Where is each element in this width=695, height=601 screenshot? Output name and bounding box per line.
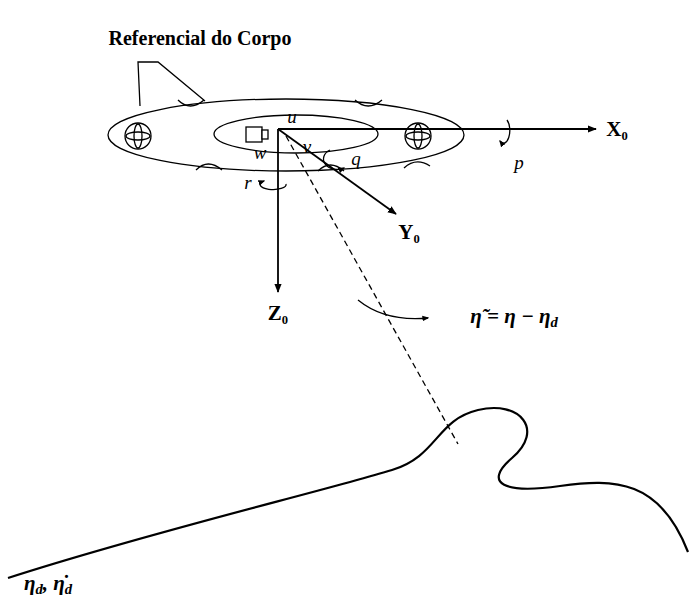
error-equation: η̃ = η − ηd bbox=[470, 306, 558, 330]
trajectory-label-text: ηd, η̇d bbox=[24, 571, 72, 595]
title-text: Referencial do Corpo bbox=[109, 27, 292, 49]
rate-label: p bbox=[514, 153, 524, 172]
propeller bbox=[405, 123, 431, 149]
leader-line bbox=[358, 300, 428, 319]
axis-label: Y₀ bbox=[398, 222, 419, 243]
rotation-arc bbox=[323, 150, 344, 170]
axis-label-text: X₀ bbox=[606, 117, 627, 141]
error-equation-text: η̃ = η − ηd bbox=[470, 304, 558, 328]
velocity-label: w bbox=[254, 143, 267, 162]
velocity-label: u bbox=[287, 107, 297, 126]
velocity-label-text: v bbox=[303, 136, 311, 157]
y-axis bbox=[278, 129, 396, 214]
axis-label-text: Z₀ bbox=[268, 301, 288, 325]
trajectory-label: ηd, η̇d bbox=[24, 573, 72, 597]
camera bbox=[246, 127, 268, 142]
z-axis bbox=[277, 129, 279, 292]
rate-label-text: q bbox=[351, 148, 361, 169]
hull-bump bbox=[178, 100, 204, 106]
hull-bump bbox=[196, 164, 222, 170]
tail-fin bbox=[138, 62, 205, 106]
error-line bbox=[286, 136, 458, 444]
rotation-arc bbox=[260, 181, 286, 190]
axis-label: X₀ bbox=[606, 119, 627, 140]
rotation-arc bbox=[500, 120, 510, 143]
hull-bump bbox=[404, 162, 430, 168]
velocity-label-text: w bbox=[254, 142, 267, 163]
axis-label-text: Y₀ bbox=[398, 220, 419, 244]
hull-bump bbox=[355, 100, 382, 106]
rate-label: q bbox=[351, 149, 361, 168]
rate-label: r bbox=[244, 173, 251, 192]
x-axis bbox=[278, 128, 596, 130]
rate-label-text: r bbox=[244, 172, 251, 193]
propeller bbox=[125, 123, 151, 149]
axis-label: Z₀ bbox=[268, 303, 288, 324]
velocity-label-text: u bbox=[287, 106, 297, 127]
rate-label-text: p bbox=[514, 152, 524, 173]
desired-trajectory bbox=[8, 408, 688, 578]
velocity-label: v bbox=[303, 137, 311, 156]
frame-title: Referencial do Corpo bbox=[109, 28, 292, 48]
